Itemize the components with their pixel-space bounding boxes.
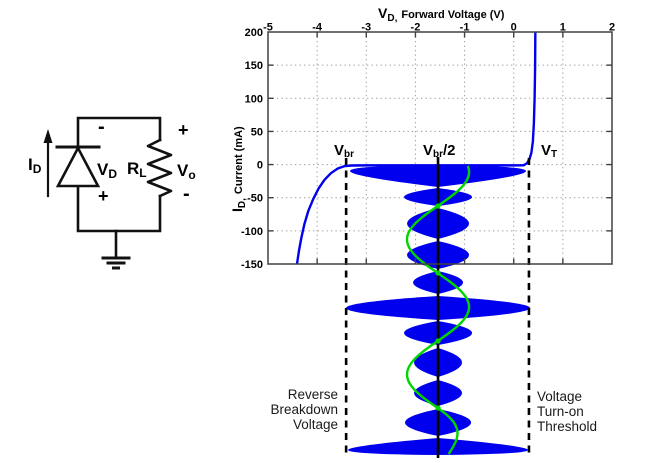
current-arrow-head: [43, 129, 53, 143]
vbr-sub: br: [344, 149, 354, 160]
current-label: ID: [28, 155, 42, 176]
load-minus-sign: -: [183, 183, 190, 205]
x-tick-label: 2: [609, 22, 615, 34]
resistor-label-sub: L: [139, 166, 146, 180]
circuit-bottom-wire: [76, 184, 162, 233]
y-tick-label: -100: [241, 226, 263, 238]
circuit-labels: ID - VD + RL + Vo -: [28, 116, 196, 206]
x-tick-label: 0: [511, 22, 517, 34]
message-node-dot: [435, 405, 441, 411]
diode-voltage-main: V: [97, 160, 109, 179]
y-tick-label: 200: [245, 27, 263, 39]
y-tick-label: -150: [241, 259, 263, 271]
x-tick-label: -1: [460, 22, 470, 34]
x-axis-title-main: V: [378, 5, 388, 21]
circuit-top-wire: [76, 116, 162, 149]
diode-triangle: [55, 145, 101, 188]
y-tick-label: 100: [245, 93, 263, 105]
x-tick-label: -3: [361, 22, 371, 34]
load-plus-sign: +: [178, 120, 189, 140]
x-tick-label: -4: [312, 22, 323, 34]
current-label-sub: D: [33, 162, 42, 176]
vt-sub: T: [551, 149, 557, 160]
vbr-half-marker-label: Vbr/2: [423, 142, 456, 160]
x-axis-title: VD, Forward Voltage (V): [378, 5, 505, 24]
iv-curve: [295, 31, 537, 265]
vbr-marker-label: Vbr: [334, 142, 354, 160]
vbr-half-suffix: /2: [443, 142, 456, 159]
x-axis-title-sub: D,: [387, 13, 397, 24]
diode-plus-sign: +: [98, 186, 109, 206]
vt-main: V: [541, 142, 551, 159]
diode-voltage-label: VD: [97, 160, 117, 181]
resistor-label-main: R: [127, 159, 139, 178]
resistor-zigzag: [146, 138, 173, 198]
x-tick-label: 1: [560, 22, 566, 34]
annotation-reverse-breakdown: Reverse Breakdown Voltage: [270, 387, 338, 432]
y-tick-label: 50: [251, 126, 263, 138]
plot-frame: [267, 31, 613, 265]
output-voltage-sub: o: [188, 168, 195, 182]
y-axis-title-main: I: [229, 208, 245, 212]
message-node-dot: [435, 203, 441, 209]
x-axis-title-rest: Forward Voltage (V): [401, 9, 504, 21]
vbr-main: V: [334, 142, 344, 159]
y-axis-title-rest: Current (mA): [233, 126, 245, 194]
x-tick-label: -5: [263, 22, 273, 34]
y-axis-title-sub: D,: [237, 198, 248, 208]
diode-minus-sign: -: [98, 116, 105, 138]
y-tick-label: 150: [245, 60, 263, 72]
message-node-dot: [435, 338, 441, 344]
iv-plot: 200 150 100 50 0 -50 -100 -150 -5 -4 -3 -2 -1 0 1 2: [241, 22, 615, 458]
output-voltage-label: Vo: [177, 161, 196, 182]
message-signal-curve: [405, 165, 471, 455]
message-node-dot: [435, 270, 441, 276]
diode-voltage-sub: D: [108, 167, 117, 181]
current-label-main: I: [28, 155, 33, 174]
x-tick-label: -2: [411, 22, 421, 34]
circuit-schematic: [43, 116, 173, 270]
annotation-turn-on-threshold: Voltage Turn-on Threshold: [537, 389, 598, 434]
output-voltage-main: V: [177, 161, 189, 180]
y-tick-label: -50: [247, 193, 263, 205]
y-tick-label: 0: [257, 160, 263, 172]
vt-marker-label: VT: [541, 142, 557, 160]
vbr-half-sub: br: [433, 149, 443, 160]
vbr-half-main: V: [423, 142, 433, 159]
plot-labels: VD,Forward Voltage (V) ID,Current (mA) V…: [229, 5, 557, 212]
y-axis-title: ID, Current (mA): [229, 126, 248, 212]
resistor-label: RL: [127, 159, 147, 180]
